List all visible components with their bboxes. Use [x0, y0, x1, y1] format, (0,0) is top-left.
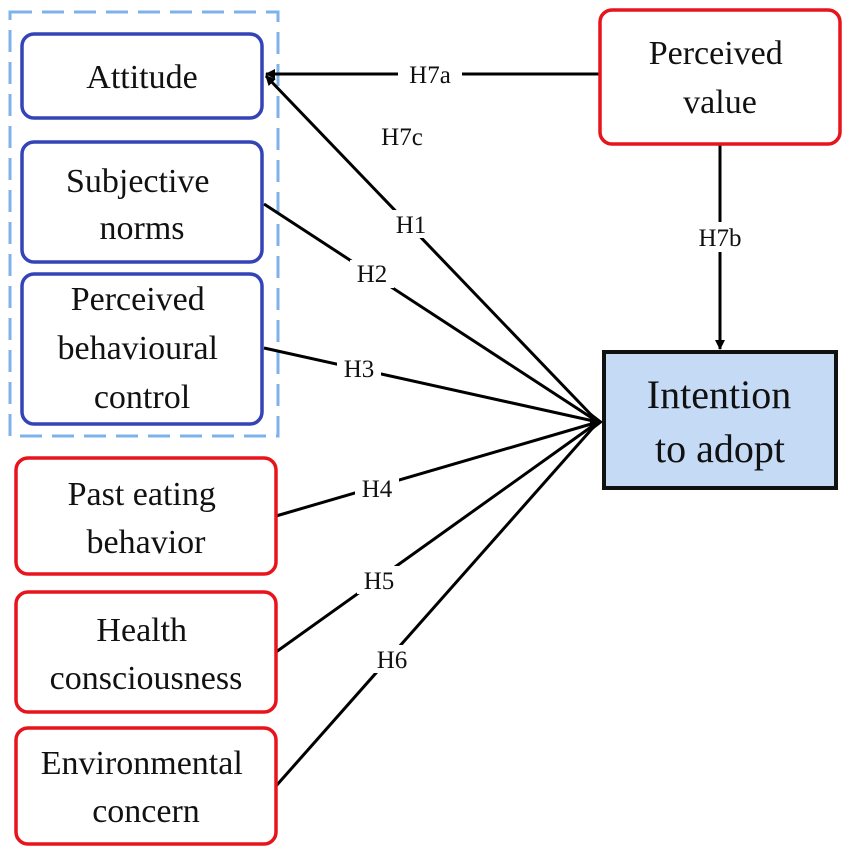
- tpb-group-border: [8, 10, 280, 438]
- convergence-arrowhead: [590, 412, 603, 432]
- past-eating-line-1: Past eating: [68, 476, 216, 513]
- svg-text:Perceived value: Perceived value: [649, 35, 792, 121]
- intention-line-1: Intention: [647, 372, 791, 417]
- label-h2: H2: [357, 261, 388, 288]
- pbc-line-1: Perceived: [71, 281, 205, 318]
- pbc-line-2: behavioural: [58, 330, 219, 367]
- svg-text:Intention to adopt: Intention to adopt: [647, 372, 801, 471]
- svg-text:Health consciousness: Health consciousness: [50, 612, 243, 697]
- label-h5: H5: [364, 568, 395, 595]
- label-h7c: H7c: [381, 124, 423, 151]
- edge-labels: H7a H7c H7b H1 H2 H3 H4 H5 H6: [337, 60, 752, 674]
- edge-h5: [275, 420, 599, 654]
- label-h1: H1: [396, 212, 427, 239]
- label-h7b: H7b: [698, 225, 741, 252]
- edge-h7c-h1: [264, 74, 600, 424]
- edge-h2: [263, 202, 599, 424]
- node-environmental-concern: Environmental concern: [14, 726, 278, 846]
- subjective-norms-line-1: Subjective: [66, 163, 210, 200]
- environmental-line-1: Environmental: [41, 745, 243, 782]
- perceived-value-line-2: value: [683, 84, 757, 121]
- svg-text:Attitude: Attitude: [86, 59, 197, 96]
- node-perceived-behavioural-control: Perceived behavioural control: [20, 272, 264, 426]
- node-subjective-norms: Subjective norms: [20, 140, 264, 264]
- edges: [263, 69, 725, 787]
- svg-text:Environmental concern: Environmental concern: [41, 745, 252, 830]
- label-h6: H6: [377, 647, 408, 674]
- node-past-eating-behavior: Past eating behavior: [14, 456, 278, 576]
- edge-h4: [275, 420, 599, 518]
- intention-line-2: to adopt: [655, 426, 785, 471]
- attitude-line: Attitude: [86, 59, 197, 96]
- perceived-value-line-1: Perceived: [649, 35, 783, 72]
- health-line-1: Health: [96, 612, 187, 649]
- pbc-line-3: control: [94, 379, 190, 416]
- edge-h6: [274, 421, 600, 787]
- svg-text:Subjective norms: Subjective norms: [66, 163, 218, 247]
- environmental-line-2: concern: [92, 793, 200, 830]
- label-h7a: H7a: [409, 62, 451, 89]
- label-h4: H4: [362, 476, 393, 503]
- edge-h3: [263, 346, 599, 424]
- node-health-consciousness: Health consciousness: [14, 590, 278, 714]
- subjective-norms-line-2: norms: [100, 210, 185, 247]
- node-intention-to-adopt: Intention to adopt: [602, 350, 838, 490]
- svg-text:Past eating behavior: Past eating behavior: [68, 476, 225, 561]
- health-line-2: consciousness: [50, 660, 243, 697]
- past-eating-line-2: behavior: [87, 524, 207, 561]
- svg-text:Perceived behavioural: Perceived behavioural control: [58, 281, 227, 416]
- node-perceived-value: Perceived value: [598, 8, 842, 146]
- label-h3: H3: [344, 356, 375, 383]
- node-attitude: Attitude: [20, 32, 264, 120]
